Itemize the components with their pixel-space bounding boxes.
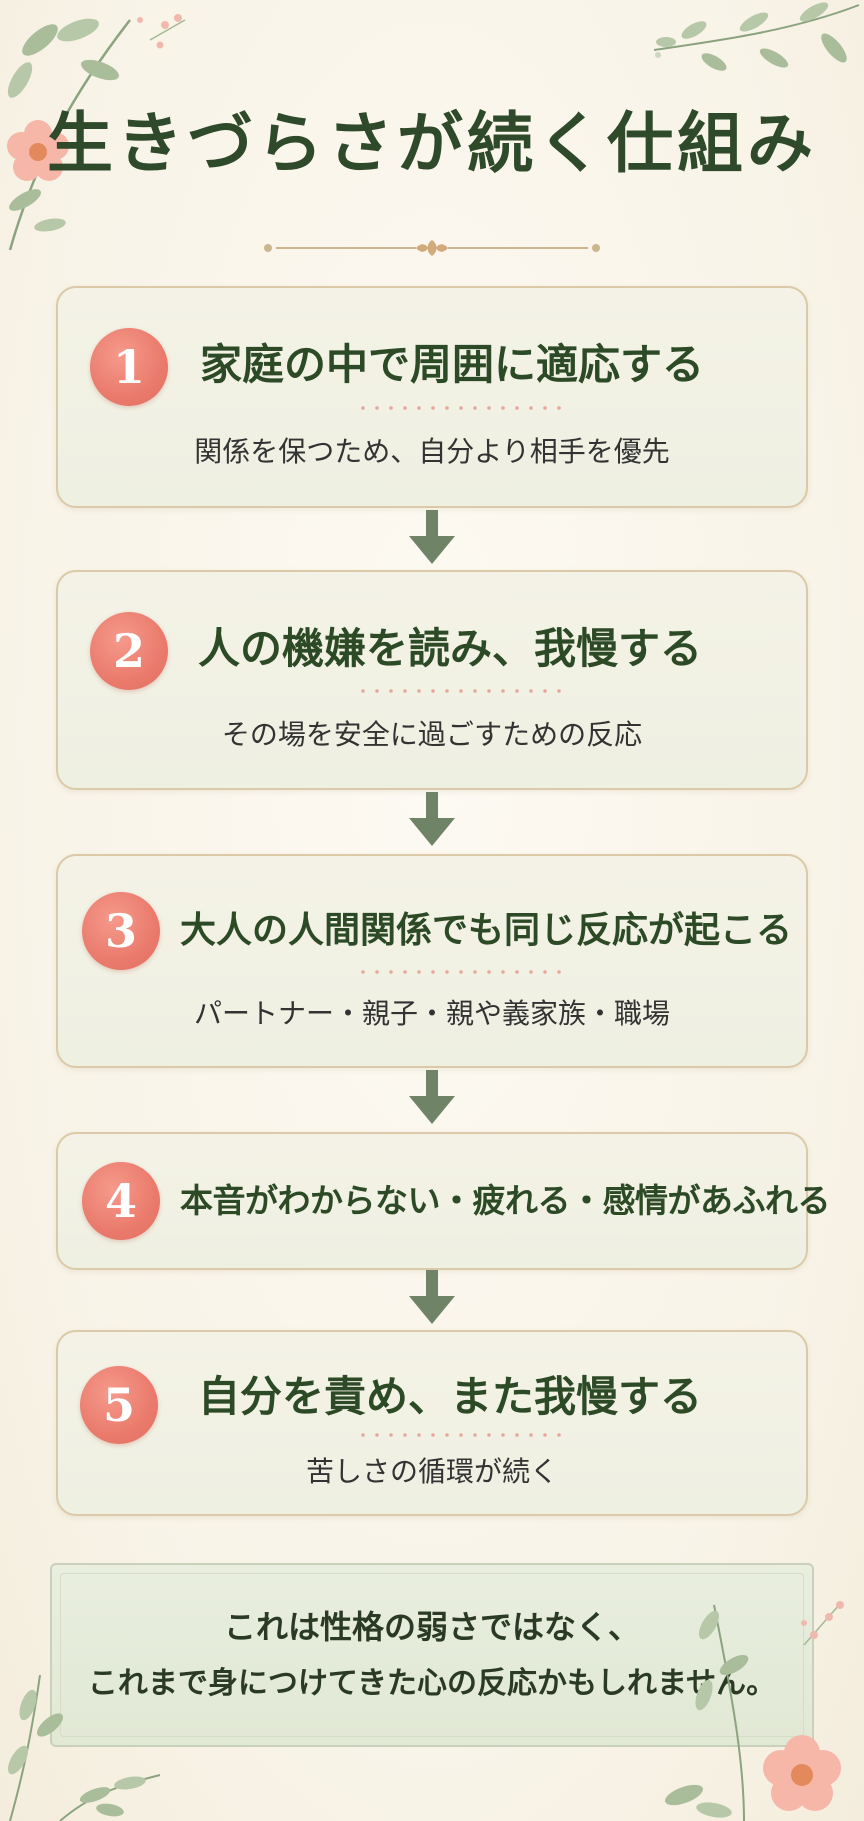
page-title: 生きづらさが続く仕組み	[47, 104, 817, 182]
note-line-2: これまで身につけてきた心の反応かもしれません。	[87, 1666, 777, 1701]
down-arrow-icon	[409, 1270, 455, 1324]
step-description: 苦しさの循環が続く	[305, 1455, 558, 1488]
leaf-flower-decoration-top-left	[7, 14, 186, 250]
step-description: パートナー・親子・親や義家族・職場	[193, 997, 670, 1030]
step-number-badge: 1	[90, 328, 168, 406]
step-heading: 本音がわからない・疲れる・感情があふれる	[180, 1181, 831, 1220]
down-arrow-icon	[409, 1070, 455, 1124]
step-card-1: 1 家庭の中で周囲に適応する 関係を保つため、自分より相手を優先	[56, 286, 808, 508]
ornament-divider-icon	[264, 240, 600, 256]
dotted-divider	[356, 969, 564, 975]
note-line-1: これは性格の弱さではなく、	[223, 1608, 640, 1646]
step-description: その場を安全に過ごすための反応	[221, 718, 643, 751]
step-card-2: 2 人の機嫌を読み、我慢する その場を安全に過ごすための反応	[56, 570, 808, 790]
step-heading: 自分を責め、また我慢する	[198, 1372, 703, 1421]
leaf-decoration-top-right	[653, 2, 860, 71]
conclusion-note-box: これは性格の弱さではなく、 これまで身につけてきた心の反応かもしれません。	[50, 1563, 814, 1747]
step-card-3: 3 大人の人間関係でも同じ反応が起こる パートナー・親子・親や義家族・職場	[56, 854, 808, 1068]
step-heading: 大人の人間関係でも同じ反応が起こる	[180, 909, 793, 951]
step-card-5: 5 自分を責め、また我慢する 苦しさの循環が続く	[56, 1330, 808, 1516]
step-number-badge: 5	[80, 1366, 158, 1444]
flower-decoration-bottom-right	[665, 1601, 844, 1821]
note-inner-frame	[60, 1573, 804, 1737]
down-arrow-icon	[409, 792, 455, 846]
dotted-divider	[356, 1432, 564, 1438]
down-arrow-icon	[409, 510, 455, 564]
step-heading: 家庭の中で周囲に適応する	[200, 340, 705, 389]
step-description: 関係を保つため、自分より相手を優先	[194, 435, 670, 468]
step-number-badge: 3	[82, 892, 160, 970]
dotted-divider	[356, 405, 564, 411]
step-card-4: 4 本音がわからない・疲れる・感情があふれる	[56, 1132, 831, 1270]
dotted-divider	[356, 688, 564, 694]
step-number-badge: 2	[90, 612, 168, 690]
leaf-decoration-bottom-left	[7, 1674, 161, 1821]
step-number-badge: 4	[82, 1162, 160, 1240]
step-heading: 人の機嫌を読み、我慢する	[198, 624, 703, 673]
